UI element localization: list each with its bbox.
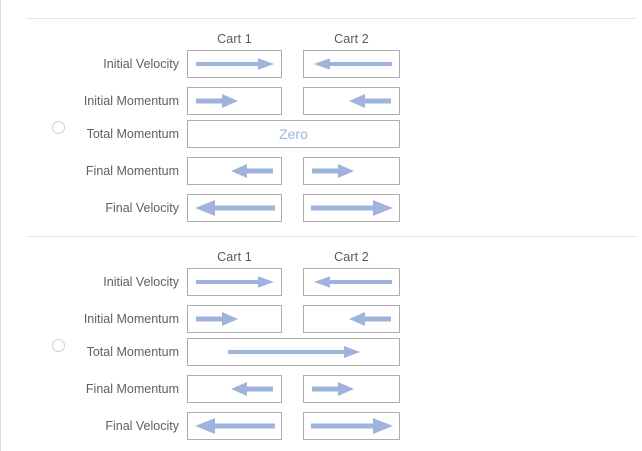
- arrow-right-icon: [188, 88, 281, 114]
- radio-button-option-2[interactable]: [52, 339, 65, 352]
- cell-cart2-initial-momentum: [303, 87, 400, 115]
- total-momentum-value: Zero: [279, 126, 308, 142]
- row-label: Initial Velocity: [103, 275, 179, 289]
- row-label: Final Velocity: [105, 419, 179, 433]
- cell-cart2-initial-momentum: [303, 305, 400, 333]
- arrow-right-icon: [304, 376, 399, 402]
- column-header-cart-1: Cart 1: [217, 32, 252, 46]
- row-label: Final Momentum: [85, 164, 179, 178]
- row-label: Final Momentum: [85, 382, 179, 396]
- cell-cart2-final-velocity: [303, 412, 400, 440]
- divider-middle: [26, 236, 636, 237]
- cell-cart1-initial-velocity: [187, 268, 282, 296]
- cell-cart1-final-momentum: [187, 157, 282, 185]
- arrow-left-icon: [304, 51, 399, 77]
- row-label: Initial Momentum: [83, 312, 179, 326]
- arrow-left-icon: [188, 158, 281, 184]
- cell-cart1-final-velocity: [187, 194, 282, 222]
- arrow-left-icon: [188, 413, 281, 439]
- column-header-cart-1: Cart 1: [217, 250, 252, 264]
- row-label: Total Momentum: [86, 127, 179, 141]
- arrow-right-icon: [188, 306, 281, 332]
- arrow-left-icon: [304, 88, 399, 114]
- cell-total-momentum: Zero: [187, 120, 400, 148]
- arrow-right-icon: [188, 339, 399, 365]
- column-header-cart-2: Cart 2: [334, 32, 369, 46]
- cell-cart2-initial-velocity: [303, 50, 400, 78]
- divider-top: [26, 18, 636, 19]
- cell-cart1-initial-momentum: [187, 87, 282, 115]
- cell-cart2-final-momentum: [303, 157, 400, 185]
- arrow-left-icon: [304, 269, 399, 295]
- arrow-left-icon: [304, 306, 399, 332]
- arrow-right-icon: [188, 51, 281, 77]
- arrow-left-icon: [188, 376, 281, 402]
- cell-cart1-final-momentum: [187, 375, 282, 403]
- arrow-right-icon: [304, 195, 399, 221]
- row-label: Initial Velocity: [103, 57, 179, 71]
- cell-cart2-final-velocity: [303, 194, 400, 222]
- row-label: Final Velocity: [105, 201, 179, 215]
- cell-cart1-initial-momentum: [187, 305, 282, 333]
- arrow-right-icon: [188, 269, 281, 295]
- arrow-right-icon: [304, 413, 399, 439]
- cell-cart1-final-velocity: [187, 412, 282, 440]
- column-header-cart-2: Cart 2: [334, 250, 369, 264]
- cell-total-momentum: [187, 338, 400, 366]
- arrow-right-icon: [304, 158, 399, 184]
- row-label: Initial Momentum: [83, 94, 179, 108]
- arrow-left-icon: [188, 195, 281, 221]
- radio-button-option-1[interactable]: [52, 121, 65, 134]
- cell-cart1-initial-velocity: [187, 50, 282, 78]
- cell-cart2-final-momentum: [303, 375, 400, 403]
- cell-cart2-initial-velocity: [303, 268, 400, 296]
- row-label: Total Momentum: [86, 345, 179, 359]
